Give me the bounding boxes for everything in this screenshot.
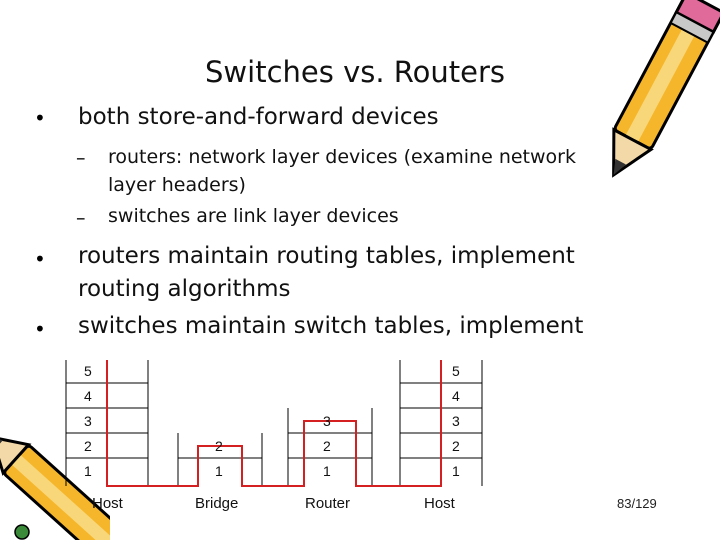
bullet-marker: • [34,317,46,341]
bullet-text: routing algorithms [78,276,291,302]
host-label: Host [92,495,124,512]
bullet-marker: • [34,106,46,130]
layer-label: 2 [215,438,223,454]
layer-label: 2 [452,438,460,454]
bullet-text: switches maintain switch tables, impleme… [78,313,584,339]
sub-bullet-text: switches are link layer devices [108,205,399,227]
layer-label: 4 [84,388,92,404]
layer-label: 1 [84,463,92,479]
layer-label: 2 [323,438,331,454]
host-label: Host [424,495,456,512]
layer-label: 1 [215,463,223,479]
sub-bullet-text: layer headers) [108,174,246,196]
layer-label: 4 [452,388,460,404]
sub-bullet-text: routers: network layer devices (examine … [108,146,576,168]
bullet-text: both store-and-forward devices [78,104,439,130]
bullet-text: routers maintain routing tables, impleme… [78,243,575,269]
bridge-label: Bridge [195,495,238,512]
layer-label: 2 [84,438,92,454]
page-number: 83/129 [617,496,657,511]
layer-label: 5 [452,363,460,379]
layer-label: 1 [323,463,331,479]
slide-title: Switches vs. Routers [205,55,505,89]
protocol-stack-diagram: 5 4 3 2 1 2 1 3 2 1 5 4 3 2 1 Host Bridg… [65,360,483,512]
layer-label: 3 [84,413,92,429]
sub-bullet-marker: – [76,207,86,229]
router-label: Router [305,495,350,512]
bullet-marker: • [34,247,46,271]
data-path [106,360,442,487]
layer-label: 3 [452,413,460,429]
layer-label: 1 [452,463,460,479]
layer-label: 3 [323,413,331,429]
pencil-icon [0,435,110,540]
layer-label: 5 [84,363,92,379]
pencil-icon [612,0,720,178]
sub-bullet-marker: – [76,147,86,169]
